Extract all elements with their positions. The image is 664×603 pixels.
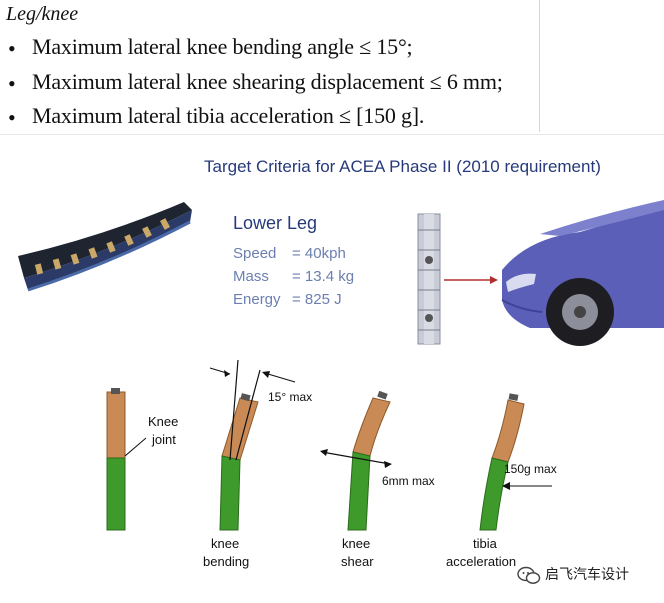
watermark-text: 启飞汽车设计	[545, 567, 629, 583]
bullet-glyph: •	[8, 105, 16, 130]
bullet-bending-angle: Maximum lateral knee bending angle ≤ 15°…	[32, 34, 413, 59]
bumper-foam-image	[18, 202, 192, 292]
spec-value-energy: = 825 J	[292, 291, 342, 308]
spec-label-speed: Speed	[233, 245, 277, 262]
angle-max-label: 15° max	[268, 390, 313, 404]
leg-deformation-diagram	[106, 360, 552, 531]
bullet-glyph: •	[8, 36, 16, 61]
caption-bending-line1: knee	[211, 536, 240, 551]
caption-shear-line2: shear	[341, 554, 374, 569]
spec-value-speed: = 40kph	[292, 245, 346, 262]
caption-accel-line2: acceleration	[446, 554, 517, 569]
slide-title: Target Criteria for ACEA Phase II (2010 …	[204, 157, 601, 176]
bullet-glyph: •	[8, 71, 16, 96]
shear-max-label: 6mm max	[382, 474, 435, 488]
bullet-shearing-displacement: Maximum lateral knee shearing displaceme…	[32, 69, 503, 94]
lower-leg-title: Lower Leg	[233, 213, 318, 233]
spec-label-energy: Energy	[233, 291, 281, 308]
accel-max-label: 150g max	[504, 462, 557, 476]
caption-shear-line1: knee	[342, 536, 371, 551]
legform-car-illustration	[417, 200, 664, 346]
spec-label-mass: Mass	[233, 268, 269, 285]
section-divider	[0, 134, 664, 135]
spec-value-mass: = 13.4 kg	[292, 268, 355, 285]
caption-bending-line2: bending	[203, 554, 250, 569]
knee-label-line2: joint	[152, 432, 176, 447]
section-heading: Leg/knee	[6, 3, 79, 25]
knee-label-line1: Knee	[148, 414, 179, 429]
bullet-tibia-acceleration: Maximum lateral tibia acceleration ≤ [15…	[32, 103, 425, 128]
wechat-icon	[517, 566, 541, 584]
caption-accel-line1: tibia	[473, 536, 497, 551]
document-excerpt: Leg/knee • Maximum lateral knee bending …	[0, 0, 540, 132]
